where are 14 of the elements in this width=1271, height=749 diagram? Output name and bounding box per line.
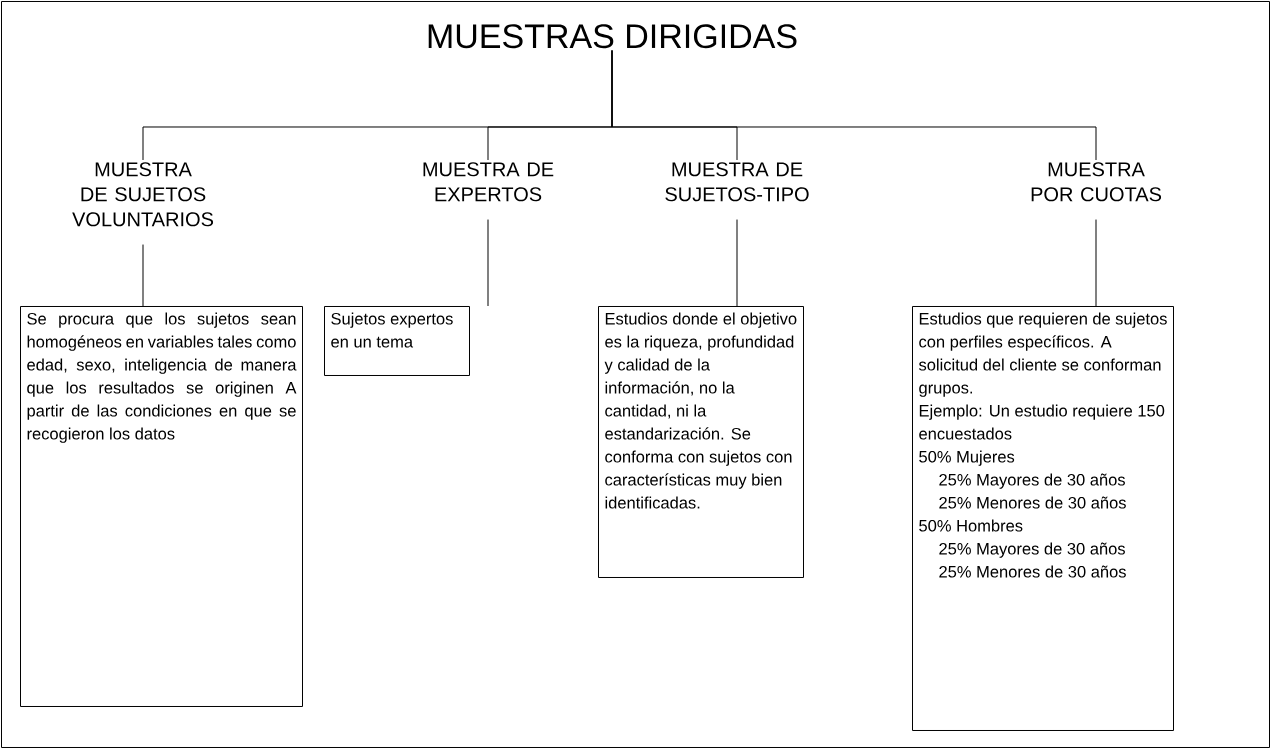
- category-heading: MUESTRA DE EXPERTOS: [423, 162, 554, 202]
- category-heading: MUESTRA DE SUJETOS-TIPO: [665, 162, 809, 202]
- title: MUESTRAS DIRIGIDAS: [428, 24, 797, 49]
- description-box: Se procura que los sujetos sean homogéneos en variables tales como edad, sexo, inteligencia de manera que los resultados se originen A partir de las condiciones en que se recogieron los datos: [20, 306, 303, 707]
- description-box: Estudios donde el objetivo es la riqueza, profundidad y calidad de la información, no la cantidad, ni la estandarización. Se conforma con sujetos con características muy bien identificadas.: [598, 306, 804, 578]
- connector-line: [1095, 219, 1097, 307]
- connector-line: [736, 219, 738, 307]
- category-heading: MUESTRA POR CUOTAS: [1031, 162, 1162, 202]
- description-box: Sujetos expertos en un tema: [324, 306, 470, 376]
- connector-line: [142, 244, 144, 307]
- connector-line: [487, 219, 489, 307]
- connector-line: [611, 49, 1097, 161]
- description-box: Estudios que requieren de sujetos con perfiles específicos. A solicitud del cliente se conforman grupos. Ejemplo: Un estudio requiere 150 encuestados 50% Mujeres 25% Mayores de 30 años 25% Menores de 30 años 50% Hombres 25% Mayores de 30 años 25% Menores de 30 años: [912, 306, 1174, 731]
- category-heading: MUESTRA DE SUJETOS VOLUNTARIOS: [72, 162, 214, 227]
